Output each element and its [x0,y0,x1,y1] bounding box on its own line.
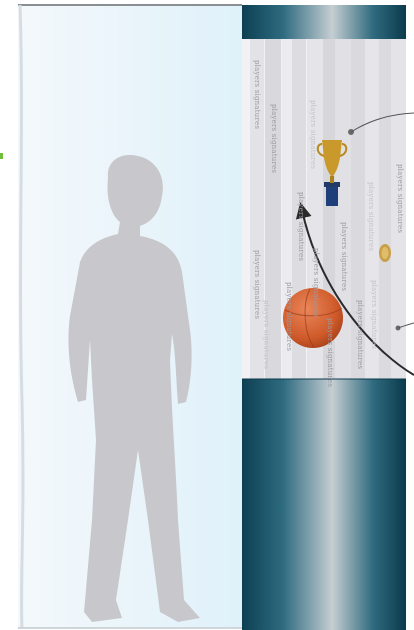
signature-label: players signatures [270,104,278,173]
signature-label: players signatures [253,250,261,319]
signature-label: players signatures [297,192,305,261]
signature-label: players signatures [253,60,261,129]
signature-label: players signatures [309,100,317,169]
column-base [242,379,406,630]
signature-label: players signatures [356,300,364,369]
signature-label: players signatures [396,164,404,233]
signature-label: players signatures [285,282,293,351]
signature-label: players signatures [340,222,348,291]
signature-label: players signatures [312,248,320,317]
signature-label: players signatures [262,300,270,369]
column-top-cap [242,5,406,39]
signature-label: players signatures [367,182,375,251]
signature-label: players signatures [370,280,378,349]
accent-tick [0,153,3,159]
medal-icon [379,244,391,262]
signature-label: players signatures [326,318,334,387]
